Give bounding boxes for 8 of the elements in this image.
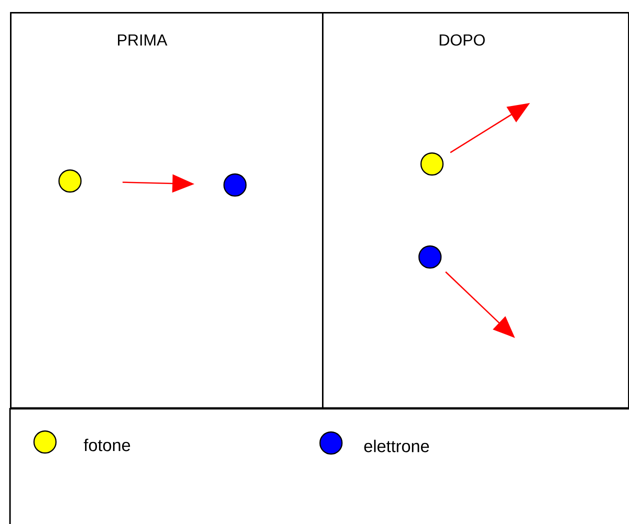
panel: PRIMA: [10, 12, 324, 410]
legend-text: fotone: [84, 438, 130, 452]
panel: DOPO: [322, 12, 629, 410]
particle-circle: [58, 169, 82, 193]
particle-circle: [418, 245, 442, 269]
legend-text: elettrone: [364, 440, 429, 452]
particle-circle: [223, 173, 247, 197]
particle-circle: [420, 152, 444, 176]
